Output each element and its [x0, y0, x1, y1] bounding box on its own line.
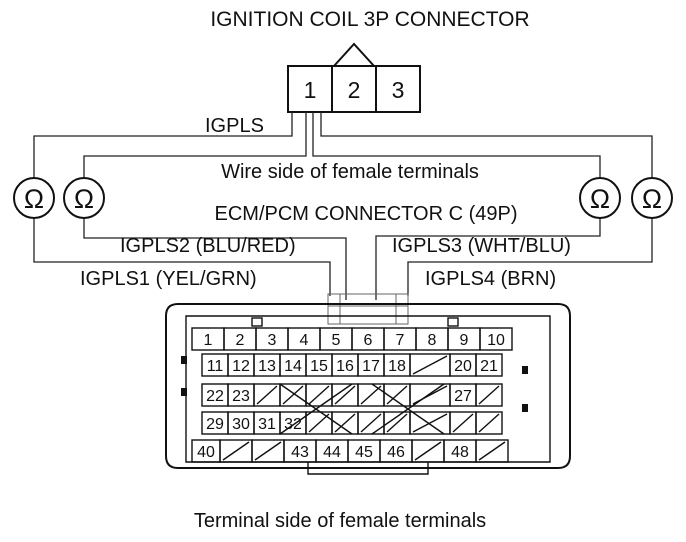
ecm-connector-body [165, 293, 571, 475]
igpls2-label: IGPLS2 (BLU/RED) [120, 235, 296, 257]
empty-terminal-slash [360, 385, 382, 405]
ohmmeter-2: Ω [63, 177, 105, 219]
coil-signal-label: IGPLS [205, 115, 264, 137]
ohmmeter-3: Ω [579, 177, 621, 219]
terminal-number: 4 [300, 332, 309, 349]
terminal-side-label: Terminal side of female terminals [194, 510, 486, 532]
unused-cavity-cross [371, 383, 445, 435]
coil-pin-2: 2 [348, 77, 361, 103]
coil-pin-3: 3 [392, 77, 405, 103]
ohm-icon: Ω [24, 184, 44, 214]
igpls4-label: IGPLS4 (BRN) [425, 268, 556, 290]
empty-terminal-slash [360, 413, 382, 433]
terminal-number: 43 [291, 444, 309, 461]
coil-connector [287, 42, 421, 113]
terminal-number: 3 [268, 332, 277, 349]
empty-terminal-slash [308, 413, 330, 433]
terminal-number: 40 [197, 444, 215, 461]
terminal-number: 30 [232, 416, 250, 433]
terminal-number: 9 [460, 332, 469, 349]
ecm-connector-title: ECM/PCM CONNECTOR C (49P) [215, 203, 518, 225]
terminal-number: 23 [232, 388, 250, 405]
terminal-number: 13 [258, 358, 276, 375]
terminal-number: 14 [284, 358, 302, 375]
terminal-number: 48 [451, 444, 469, 461]
terminal-number: 29 [206, 416, 224, 433]
terminal-number: 11 [207, 358, 224, 375]
empty-terminal-slash [386, 385, 408, 405]
terminal-number: 22 [206, 388, 224, 405]
empty-terminal-slash [334, 385, 356, 405]
wire-side-label: Wire side of female terminals [221, 161, 479, 183]
empty-terminal-slash [414, 441, 442, 461]
empty-terminal-slash [478, 385, 500, 405]
ohm-icon: Ω [74, 184, 94, 214]
terminal-number: 20 [454, 358, 472, 375]
terminal-number: 44 [323, 444, 341, 461]
empty-terminal-slash [334, 413, 356, 433]
empty-terminal-slash [222, 441, 250, 461]
empty-terminal-slash [282, 385, 304, 405]
terminal-number: 45 [355, 444, 373, 461]
terminal-number: 7 [396, 332, 405, 349]
terminal-cell [479, 327, 513, 351]
empty-terminal-slash [478, 413, 500, 433]
unused-cavity-cross [279, 383, 353, 435]
terminal-number: 31 [258, 416, 276, 433]
terminal-cell [475, 411, 503, 435]
ohm-icon: Ω [642, 184, 662, 214]
probe-wires [33, 112, 653, 300]
ohmmeter-1: Ω [13, 177, 55, 219]
terminal-number: 5 [332, 332, 341, 349]
terminal-number: 1 [204, 332, 213, 349]
terminal-number: 46 [387, 444, 405, 461]
empty-terminal-slash [452, 413, 474, 433]
terminal-number: 27 [454, 388, 472, 405]
empty-terminal-slash [386, 413, 408, 433]
ohm-icon: Ω [590, 184, 610, 214]
terminal-cell [475, 383, 503, 407]
terminal-number: 21 [480, 358, 498, 375]
igpls1-label: IGPLS1 (YEL/GRN) [80, 268, 257, 290]
terminal-number: 8 [428, 332, 437, 349]
terminal-number: 17 [362, 358, 380, 375]
empty-terminal-slash [254, 441, 282, 461]
terminal-number: 2 [236, 332, 245, 349]
terminal-number: 18 [388, 358, 406, 375]
empty-terminal-slash [412, 355, 448, 375]
coil-pin-1: 1 [304, 77, 317, 103]
terminal-number: 16 [336, 358, 354, 375]
terminal-number: 15 [310, 358, 328, 375]
empty-terminal-slash [412, 413, 448, 433]
empty-terminal-slash [478, 441, 506, 461]
empty-terminal-slash [256, 385, 278, 405]
terminal-number: 6 [364, 332, 373, 349]
terminal-cell [475, 439, 509, 463]
ohmmeter-4: Ω [631, 177, 673, 219]
empty-terminal-slash [308, 385, 330, 405]
terminal-number: 12 [232, 358, 250, 375]
coil-connector-title: IGNITION COIL 3P CONNECTOR [210, 8, 529, 31]
terminal-number: 10 [487, 332, 505, 349]
igpls3-label: IGPLS3 (WHT/BLU) [392, 235, 571, 257]
terminal-cell [475, 353, 503, 377]
